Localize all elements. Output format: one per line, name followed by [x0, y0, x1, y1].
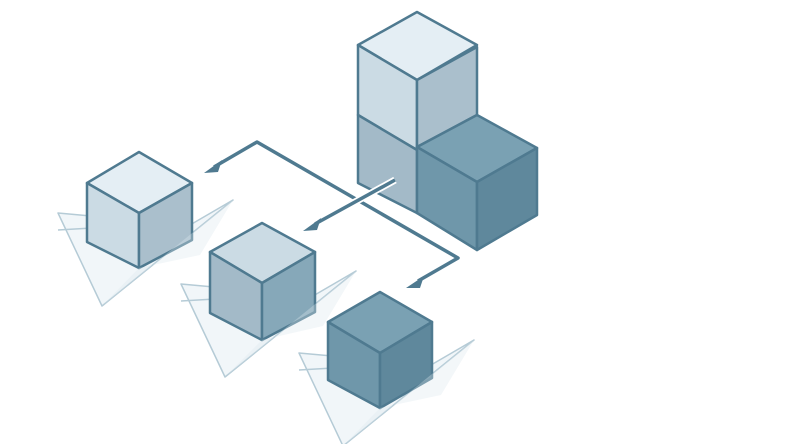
arrowhead-icon [204, 160, 222, 173]
source-cube-stack [356, 10, 539, 252]
target-cube-light [85, 150, 194, 270]
tray-1-front [102, 200, 233, 306]
source-cube-dark [415, 113, 539, 252]
arrowhead-icon [303, 218, 321, 231]
tray-2-front [225, 271, 356, 377]
tray-3-front [344, 340, 474, 444]
arrow-to-cube-2 [303, 176, 397, 231]
target-cube-dark [326, 290, 434, 410]
target-cube-medium [208, 221, 317, 342]
arrowhead-icon [406, 276, 424, 288]
